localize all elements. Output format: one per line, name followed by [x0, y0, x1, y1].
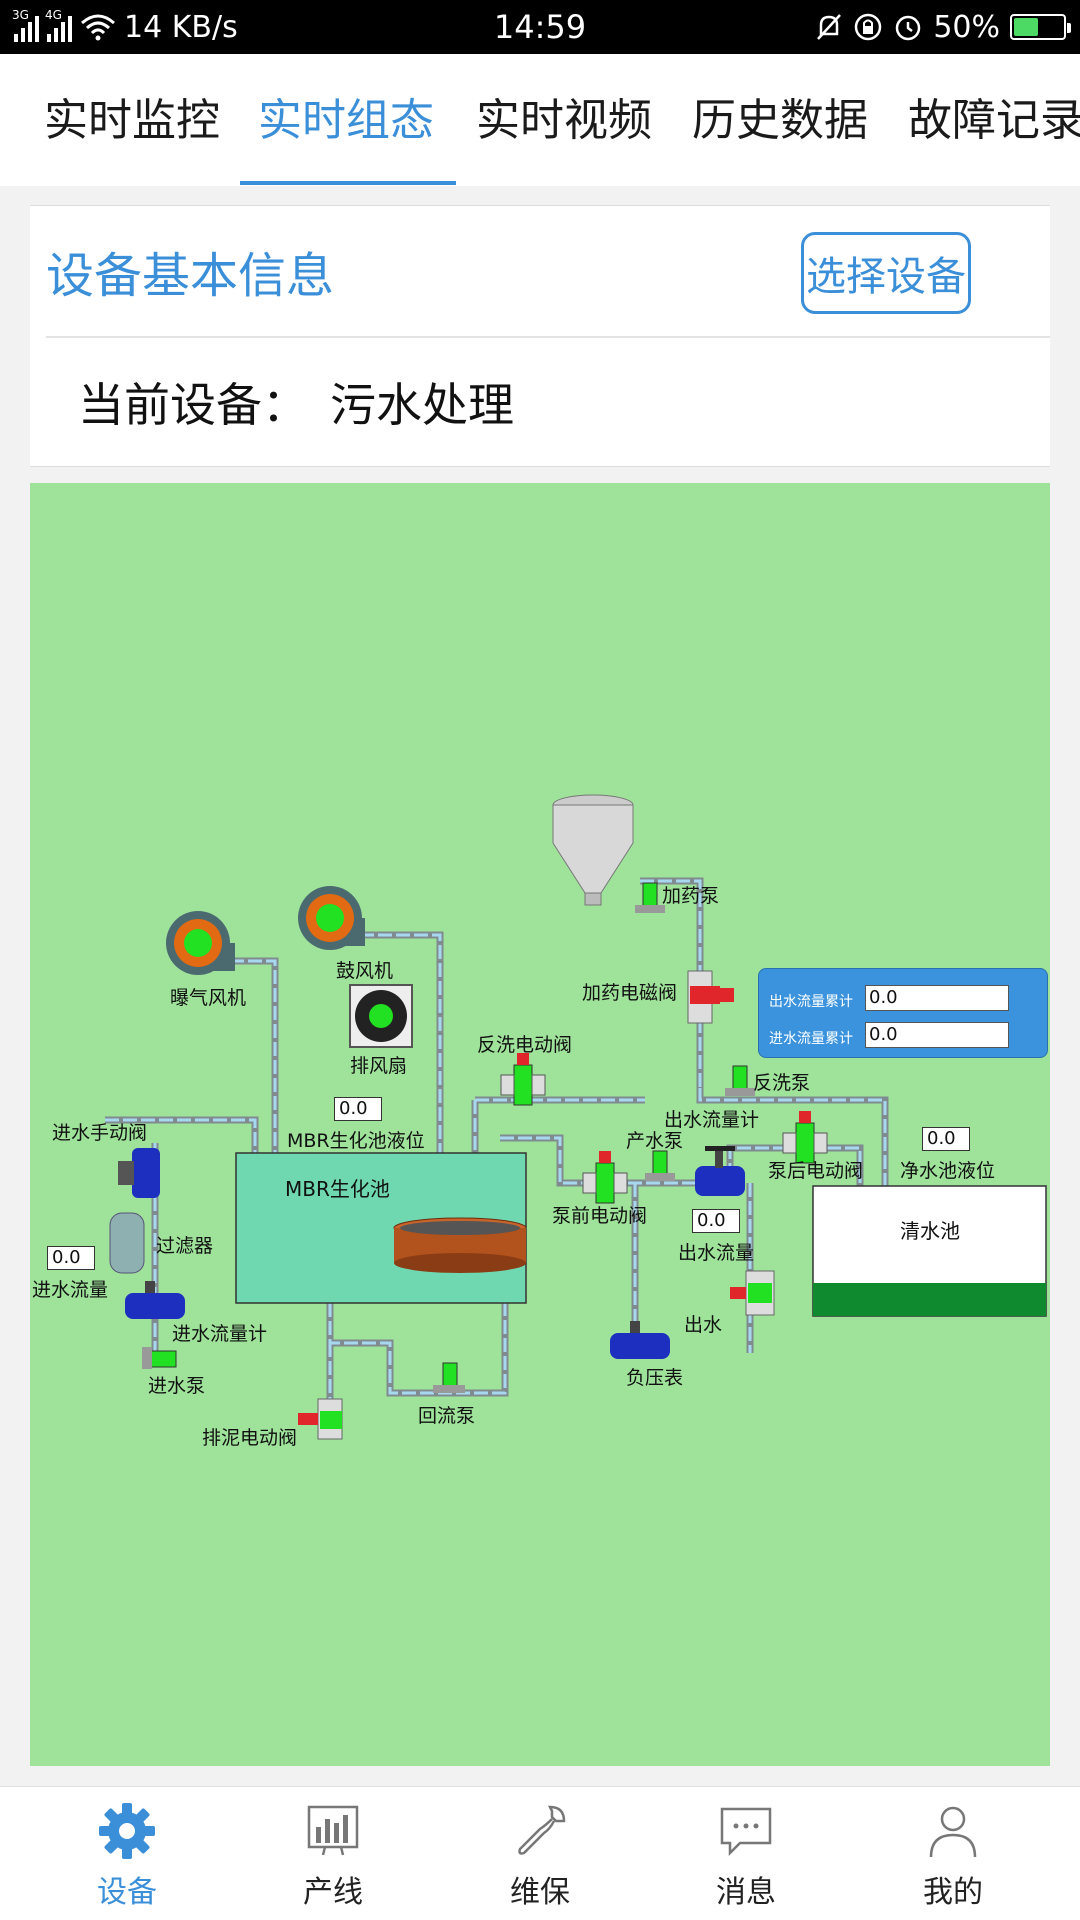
clock: 14:59	[493, 8, 587, 46]
clean-level-value: 0.0	[922, 1127, 970, 1151]
label-sludge-valve: 排泥电动阀	[202, 1427, 298, 1449]
tab-fault-records[interactable]: 故障记录	[908, 95, 1080, 146]
label-exhaust-fan: 排风扇	[350, 1055, 408, 1077]
outflow-value: 0.0	[692, 1209, 740, 1233]
nav-label-maintenance: 维保	[510, 1875, 570, 1910]
label-outlet: 出水	[684, 1314, 723, 1336]
chemical-hopper-icon	[552, 794, 634, 906]
card-divider	[46, 336, 1050, 338]
label-inlet-manual-valve: 进水手动阀	[52, 1122, 148, 1144]
nav-production-line[interactable]: 产线	[230, 1787, 436, 1920]
network-speed: 14 KB/s	[124, 9, 238, 45]
current-device-label: 当前设备：	[78, 378, 308, 432]
flow-total-label-2: 进水流量累计	[769, 1031, 853, 1047]
inlet-pump-icon	[142, 1347, 177, 1369]
label-inlet-flowmeter: 进水流量计	[172, 1323, 268, 1345]
label-outflow-meter: 出水流量计	[664, 1109, 760, 1131]
wrench-icon	[518, 1805, 566, 1855]
tab-realtime-video[interactable]: 实时视频	[476, 95, 652, 146]
label-filter: 过滤器	[156, 1235, 214, 1257]
tab-realtime-monitor[interactable]: 实时监控	[44, 95, 220, 146]
lock-rotation-icon	[855, 13, 882, 41]
blower-icon	[298, 886, 365, 950]
top-tab-bar: 实时监控 实时组态 实时视频 历史数据 故障记录	[0, 54, 1080, 186]
post-pump-valve-icon	[782, 1111, 828, 1164]
dosing-pump-icon	[635, 882, 665, 913]
bar-chart-icon	[307, 1805, 359, 1856]
nav-label-profile: 我的	[923, 1875, 983, 1910]
inlet-flowmeter-icon	[125, 1281, 185, 1319]
label-clean-level: 净水池液位	[900, 1160, 996, 1182]
device-info-card: 设备基本信息 选择设备 当前设备： 污水处理	[30, 205, 1050, 467]
nav-profile[interactable]: 我的	[850, 1787, 1056, 1920]
signal-icon-1: 3G	[12, 8, 39, 42]
label-mbr-pool: MBR生化池	[285, 1177, 390, 1201]
filter-icon	[109, 1212, 145, 1274]
clean-water-pool	[812, 1185, 1047, 1317]
label-mbr-level: MBR生化池液位	[287, 1130, 425, 1152]
signal-icon-2: 4G	[45, 8, 72, 42]
mbr-level-value: 0.0	[334, 1097, 382, 1121]
process-diagram-svg	[105, 794, 1047, 1440]
nav-messages[interactable]: 消息	[643, 1787, 849, 1920]
label-clean-pool: 清水池	[900, 1219, 960, 1243]
tab-realtime-config[interactable]: 实时组态	[258, 95, 434, 146]
mute-bell-icon	[817, 14, 842, 40]
vacuum-gauge-icon	[610, 1321, 670, 1359]
alarm-icon	[896, 15, 921, 41]
flow-total-label-1: 出水流量累计	[769, 994, 853, 1010]
battery-percent: 50%	[933, 9, 1000, 45]
exhaust-fan-icon	[349, 984, 413, 1048]
tab-history-data[interactable]: 历史数据	[692, 95, 868, 146]
label-production-pump: 产水泵	[626, 1130, 684, 1152]
current-device-value: 污水处理	[330, 378, 514, 432]
label-aeration-fan: 曝气风机	[170, 987, 247, 1009]
nav-label-messages: 消息	[716, 1875, 776, 1910]
message-icon	[720, 1807, 772, 1857]
backwash-valve-icon	[500, 1053, 546, 1106]
wifi-icon	[81, 14, 115, 41]
label-vacuum-gauge: 负压表	[626, 1367, 684, 1389]
label-post-pump-valve: 泵后电动阀	[768, 1160, 864, 1182]
sludge-valve-icon	[298, 1398, 343, 1440]
inlet-flow-value: 0.0	[47, 1246, 95, 1270]
label-outflow: 出水流量	[678, 1242, 755, 1264]
label-pre-pump-valve: 泵前电动阀	[552, 1205, 648, 1227]
label-dosing-valve: 加药电磁阀	[582, 982, 678, 1004]
membrane-tank-icon	[393, 1217, 527, 1273]
label-return-pump: 回流泵	[418, 1405, 476, 1427]
return-pump-icon	[433, 1362, 465, 1393]
nav-maintenance[interactable]: 维保	[437, 1787, 643, 1920]
outlet-valve-icon	[730, 1270, 775, 1316]
backwash-pump-icon	[725, 1065, 755, 1096]
flow-total-value-2: 0.0	[865, 1022, 1009, 1048]
card-title: 设备基本信息	[46, 248, 335, 304]
select-device-button[interactable]: 选择设备	[801, 232, 971, 314]
nav-device[interactable]: 设备	[24, 1787, 230, 1920]
nav-label-device: 设备	[97, 1875, 157, 1910]
label-inlet-flow: 进水流量	[32, 1279, 109, 1301]
battery-icon	[1010, 14, 1071, 40]
flow-total-panel: 出水流量累计 0.0 进水流量累计 0.0	[758, 968, 1048, 1058]
status-bar: 3G 4G 14 KB/s 14:59 50%	[0, 0, 1080, 54]
active-tab-indicator	[240, 181, 456, 185]
label-backwash-valve: 反洗电动阀	[477, 1034, 573, 1056]
aeration-fan-icon	[166, 911, 235, 975]
pre-pump-valve-icon	[582, 1151, 628, 1204]
label-dosing-pump: 加药泵	[662, 885, 720, 907]
bottom-nav: 设备 产线 维保 消息 我的	[0, 1786, 1080, 1920]
inlet-manual-valve-icon	[118, 1148, 160, 1198]
label-backwash-pump: 反洗泵	[753, 1072, 811, 1094]
outflow-flowmeter-icon	[695, 1146, 745, 1196]
person-icon	[929, 1806, 977, 1858]
production-pump-icon	[645, 1150, 675, 1181]
flow-total-value-1: 0.0	[865, 985, 1009, 1011]
process-diagram: 曝气风机 鼓风机 排风扇 加药泵 加药电磁阀 反洗电动阀 反洗泵 出水流量计 产…	[30, 483, 1050, 1766]
dosing-solenoid-valve-icon	[687, 970, 734, 1024]
nav-label-production-line: 产线	[303, 1875, 363, 1910]
gear-icon	[99, 1803, 155, 1859]
label-inlet-pump: 进水泵	[148, 1375, 206, 1397]
label-blower: 鼓风机	[336, 960, 394, 982]
